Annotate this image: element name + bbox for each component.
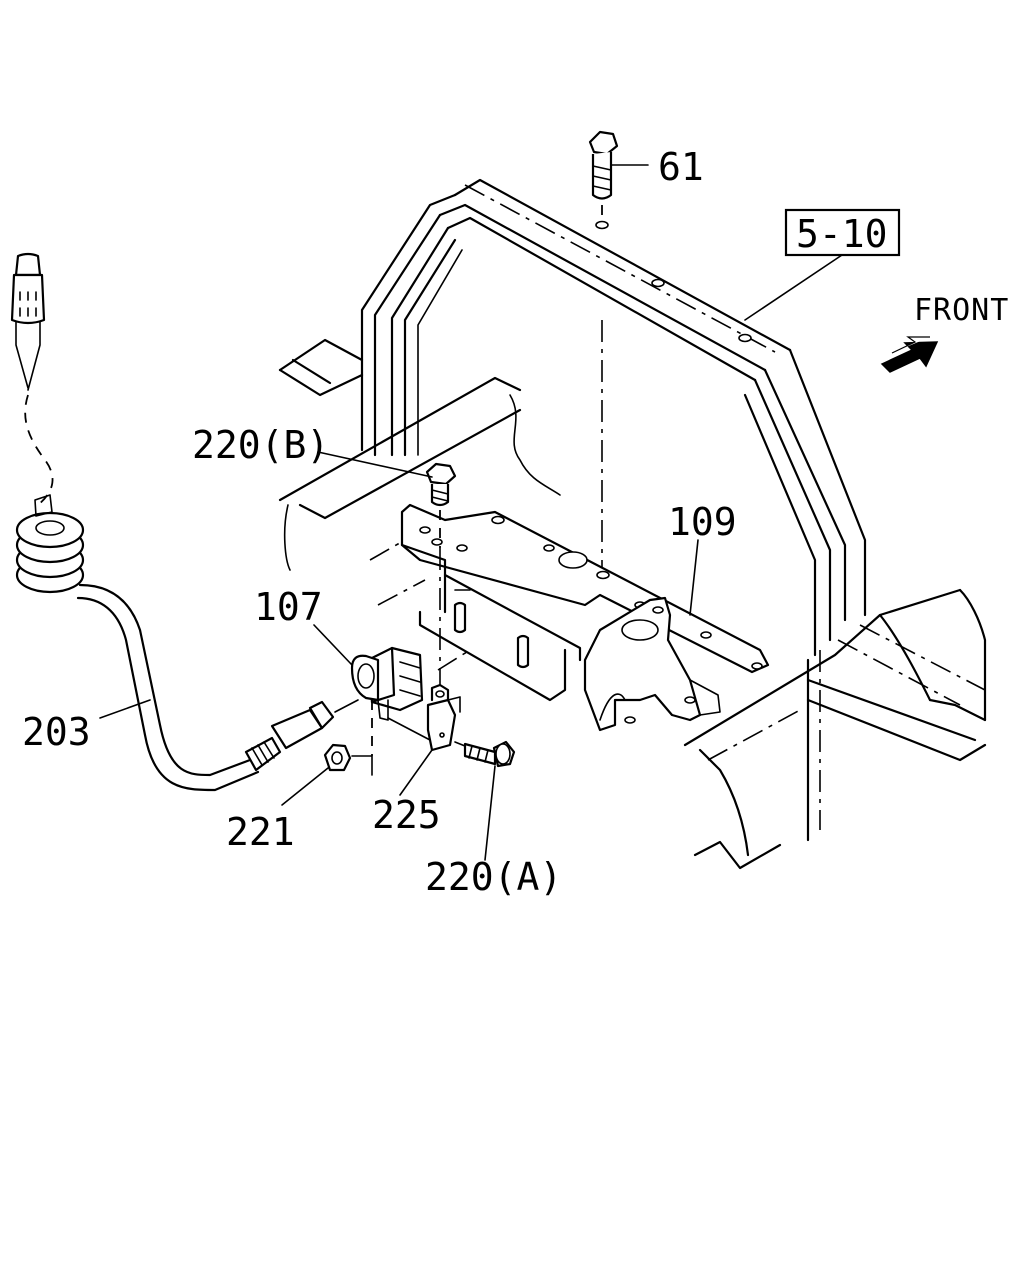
nut-221: [323, 700, 431, 776]
label-107: 107: [254, 585, 323, 629]
label-109: 109: [668, 500, 737, 544]
label-220a: 220(A): [425, 855, 562, 899]
label-5-10: 5-10: [796, 212, 888, 256]
bracket-109: [400, 503, 770, 732]
label-225: 225: [372, 793, 441, 837]
bracket-225: [426, 548, 461, 752]
label-61: 61: [658, 145, 704, 189]
reference-box: [784, 208, 901, 257]
cab-frame: [360, 178, 867, 842]
harness-203: [10, 252, 359, 792]
bolt-220b: [425, 462, 457, 548]
leader-lines: [99, 254, 843, 861]
label-221: 221: [226, 810, 295, 854]
label-203: 203: [22, 710, 91, 754]
front-arrow-icon: [880, 336, 939, 373]
bolt-220a: [454, 740, 516, 768]
label-front: FRONT: [914, 293, 1009, 328]
sensor-107: [350, 646, 424, 721]
label-220b: 220(B): [192, 423, 329, 467]
bolt-61: [588, 130, 649, 570]
